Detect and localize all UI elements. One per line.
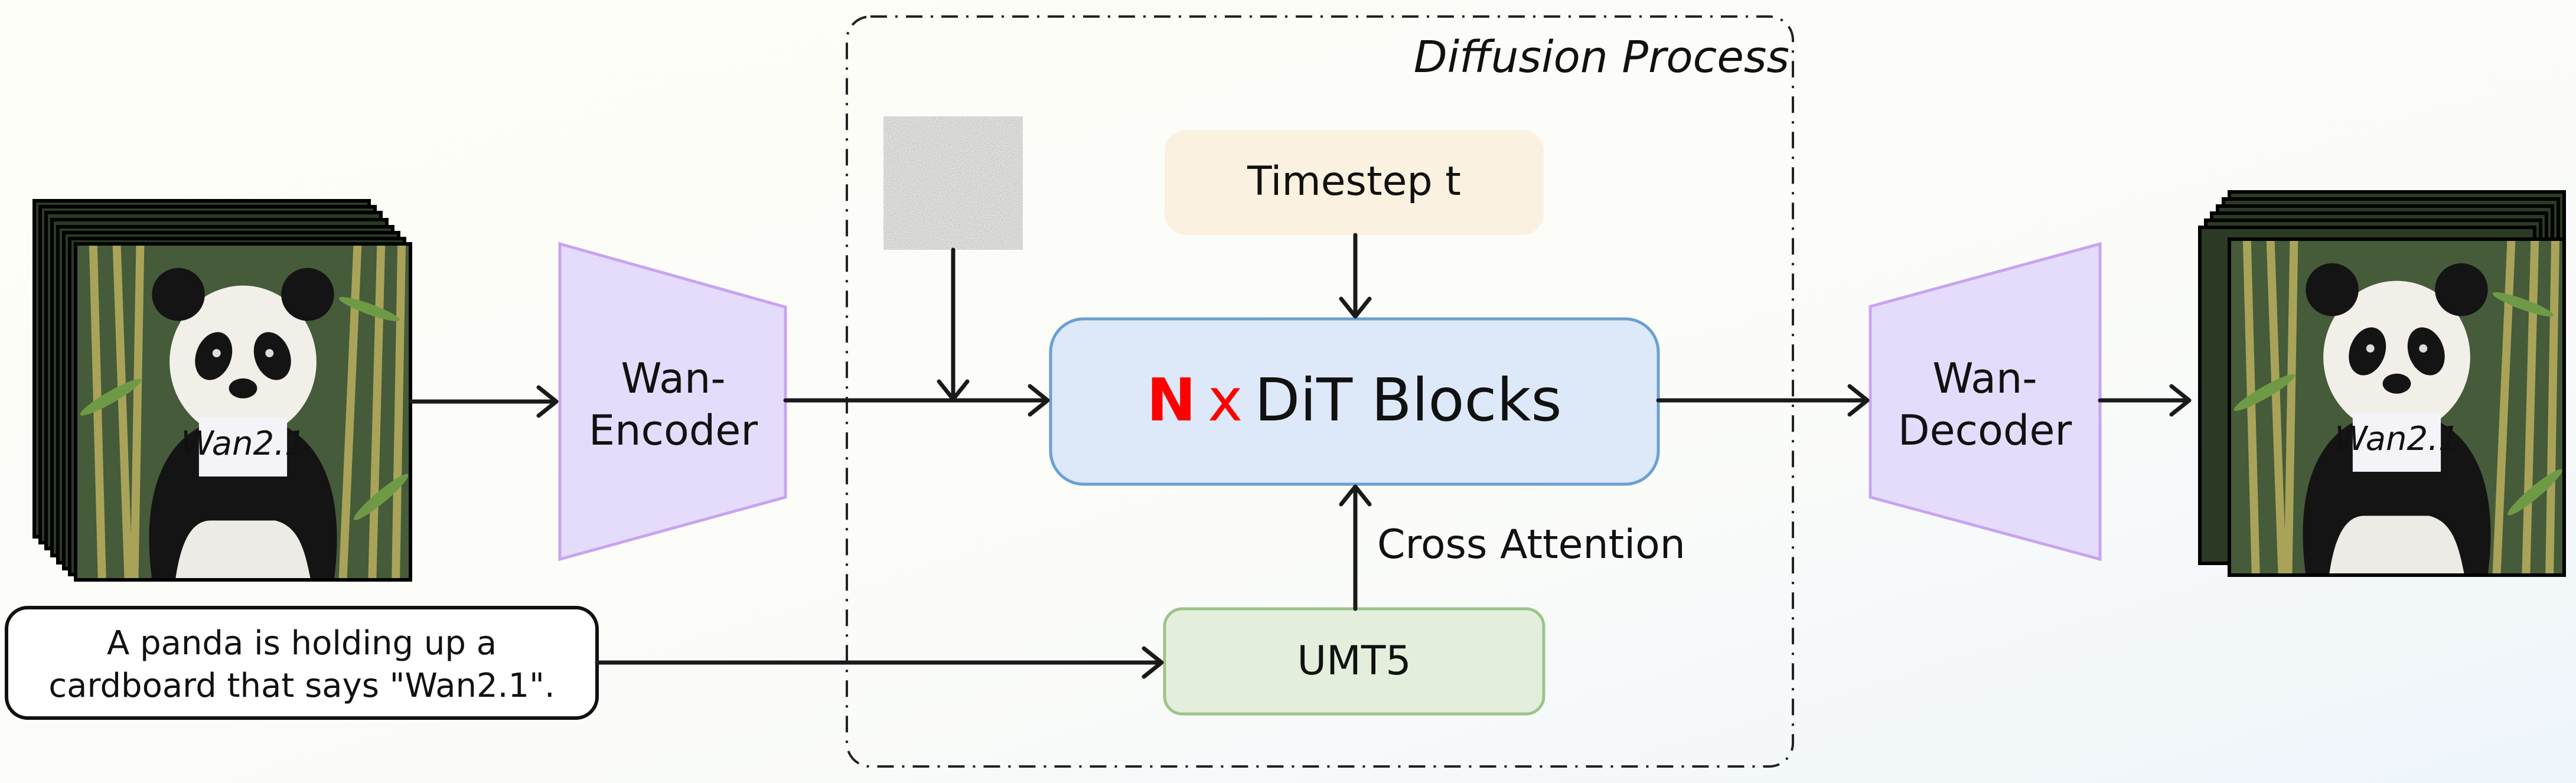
arrow-dit-to-decoder (1656, 384, 1870, 417)
input-video-sign: Wan2.1 (181, 425, 305, 463)
cross-attention-label: Cross Attention (1377, 521, 1685, 568)
input-video-frames: Wan2.1 (32, 199, 412, 582)
dit-blocks-text: DiT Blocks (1254, 366, 1561, 435)
timestep-label: Timestep t (1247, 158, 1461, 205)
wan-decoder (1869, 242, 2102, 562)
prompt-line-2: cardboard that says "Wan2.1". (48, 667, 555, 705)
output-video-frames: Wan2.1 (2198, 190, 2566, 577)
output-video-sign: Wan2.1 (2334, 420, 2459, 458)
decoder-label-1: Wan- (1932, 354, 2037, 403)
diffusion-process-group (846, 15, 1794, 768)
wan-encoder (558, 242, 787, 562)
arrows (408, 233, 2192, 679)
prompt-line-1: A panda is holding up a (107, 624, 497, 663)
decoder-label-2: Decoder (1898, 406, 2072, 455)
arrow-timestep-to-dit (1339, 233, 1372, 319)
arrow-video-to-encoder (408, 385, 559, 418)
timestep-box (1165, 130, 1544, 235)
arrow-decoder-to-video (2098, 384, 2192, 417)
arrow-umt5-to-dit (1339, 484, 1372, 611)
arrow-noise-to-latent (937, 247, 970, 402)
arrow-prompt-to-umt5 (595, 646, 1164, 679)
arrow-encoder-to-dit (783, 384, 1050, 417)
dit-multiplier: N (1146, 366, 1196, 435)
umt5-label: UMT5 (1297, 638, 1411, 684)
diffusion-process-label: Diffusion Process (1414, 32, 1789, 83)
noise-latent (883, 116, 1023, 250)
encoder-label-2: Encoder (589, 406, 758, 455)
dit-times: x (1208, 366, 1243, 435)
encoder-label-1: Wan- (621, 354, 725, 403)
